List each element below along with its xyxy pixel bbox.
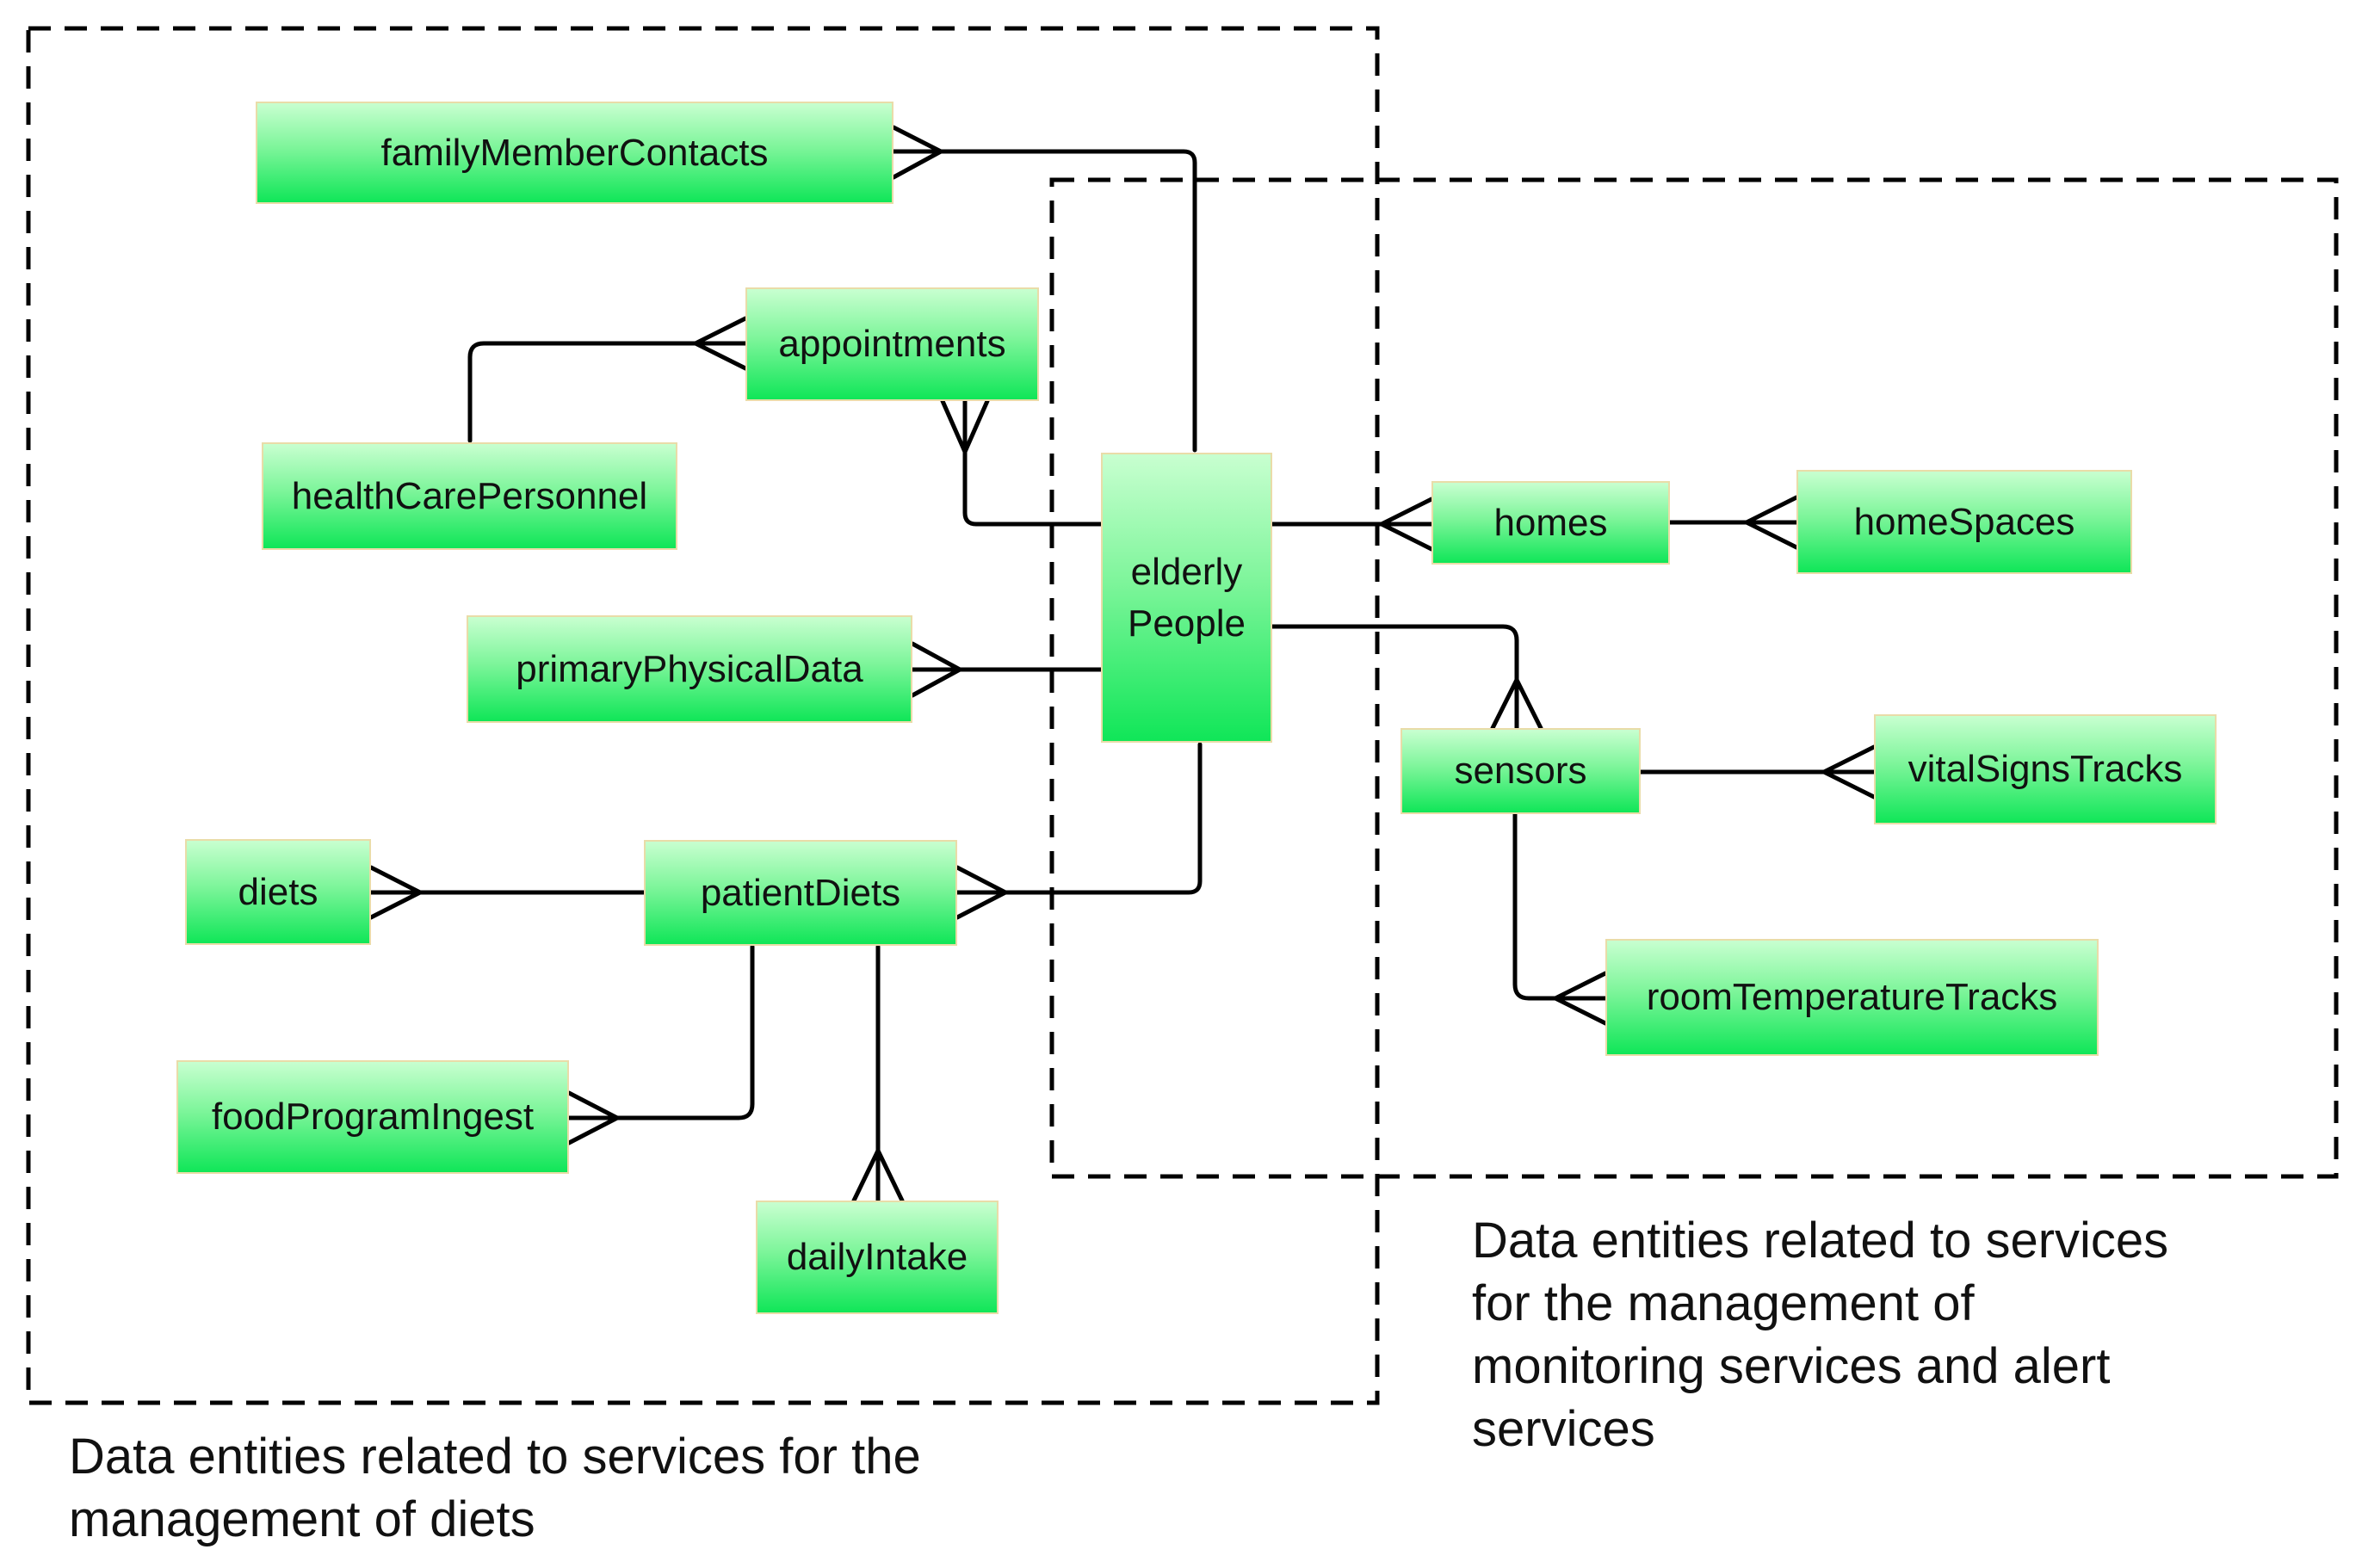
entity-familyMemberContacts[interactable]: familyMemberContacts bbox=[256, 102, 893, 204]
crowsfoot-familyMemberContacts bbox=[891, 125, 943, 180]
crowsfoot-roomTemperatureTracks bbox=[1553, 971, 1608, 1026]
entity-label: homeSpaces bbox=[1853, 500, 2075, 543]
entity-label: patientDiets bbox=[700, 871, 901, 914]
entity-homes[interactable]: homes bbox=[1431, 481, 1670, 565]
caption-line: Data entities related to services for th… bbox=[69, 1429, 921, 1485]
entity-label: sensors bbox=[1454, 750, 1587, 792]
entity-vitalSignsTracks[interactable]: vitalSignsTracks bbox=[1874, 714, 2217, 824]
crowsfoot-homes bbox=[1379, 497, 1434, 552]
crowsfoot-foodProgramIngest bbox=[566, 1090, 620, 1145]
connector-healthCarePersonnel-appointments bbox=[467, 341, 748, 443]
caption-line: for the management of bbox=[1472, 1275, 1975, 1331]
entity-sensors[interactable]: sensors bbox=[1401, 728, 1641, 814]
entity-healthCarePersonnel[interactable]: healthCarePersonnel bbox=[262, 442, 677, 550]
entity-homeSpaces[interactable]: homeSpaces bbox=[1796, 470, 2132, 574]
connector-sensors-roomTemperatureTracks bbox=[1512, 812, 1608, 1001]
entity-label: homes bbox=[1493, 501, 1608, 544]
entity-foodProgramIngest[interactable]: foodProgramIngest bbox=[176, 1060, 569, 1174]
caption-monitoring-services: Data entities related to services for th… bbox=[1472, 1209, 2168, 1460]
connector-elderlyPeople-sensors bbox=[1270, 624, 1519, 731]
crowsfoot-sensors bbox=[1490, 677, 1543, 731]
entity-label: vitalSignsTracks bbox=[1908, 748, 2183, 790]
entity-label: diets bbox=[238, 870, 318, 913]
connector-appointments-elderlyPeople bbox=[962, 398, 1104, 527]
diet-services-group-boundary bbox=[26, 26, 1380, 1405]
crowsfoot-primaryPhysicalData bbox=[910, 641, 962, 698]
crowsfoot-patientDiets bbox=[955, 865, 1008, 920]
entity-label-line: elderly bbox=[1130, 550, 1243, 593]
crowsfoot-vitalSignsTracks bbox=[1821, 744, 1877, 799]
connector-patientDiets-elderlyPeople bbox=[955, 742, 1203, 895]
caption-diet-services: Data entities related to services for th… bbox=[69, 1425, 921, 1551]
entity-patientDiets[interactable]: patientDiets bbox=[644, 840, 957, 946]
crowsfoot-appointments-left bbox=[693, 316, 748, 371]
entity-roomTemperatureTracks[interactable]: roomTemperatureTracks bbox=[1605, 939, 2099, 1056]
monitoring-services-group-boundary bbox=[1049, 177, 2339, 1179]
entity-label: foodProgramIngest bbox=[211, 1096, 535, 1138]
entity-label: familyMemberContacts bbox=[380, 131, 769, 174]
entity-label-block: elderly People bbox=[1128, 546, 1246, 650]
caption-line: services bbox=[1472, 1401, 1655, 1457]
connector-patientDiets-foodProgramIngest bbox=[566, 944, 755, 1120]
entity-label: healthCarePersonnel bbox=[291, 474, 648, 517]
entity-elderlyPeople[interactable]: elderly People bbox=[1101, 453, 1272, 743]
entity-label-line: People bbox=[1127, 602, 1246, 645]
crowsfoot-diets bbox=[368, 865, 423, 920]
caption-line: management of diets bbox=[69, 1491, 535, 1547]
crowsfoot-dailyIntake bbox=[851, 1148, 905, 1203]
entity-primaryPhysicalData[interactable]: primaryPhysicalData bbox=[467, 615, 912, 723]
connector-familyMemberContacts-elderlyPeople bbox=[891, 149, 1197, 453]
entity-diets[interactable]: diets bbox=[185, 839, 371, 945]
caption-line: Data entities related to services bbox=[1472, 1213, 2169, 1269]
entity-label: primaryPhysicalData bbox=[516, 647, 863, 690]
crowsfoot-homeSpaces bbox=[1744, 495, 1799, 550]
entity-label: roomTemperatureTracks bbox=[1646, 976, 2058, 1018]
entity-label: dailyIntake bbox=[786, 1236, 968, 1278]
entity-dailyIntake[interactable]: dailyIntake bbox=[756, 1201, 999, 1314]
entity-label: appointments bbox=[778, 323, 1006, 365]
caption-line: monitoring services and alert bbox=[1472, 1338, 2111, 1394]
entity-appointments[interactable]: appointments bbox=[745, 287, 1039, 401]
crowsfoot-appointments-bottom bbox=[940, 398, 990, 454]
